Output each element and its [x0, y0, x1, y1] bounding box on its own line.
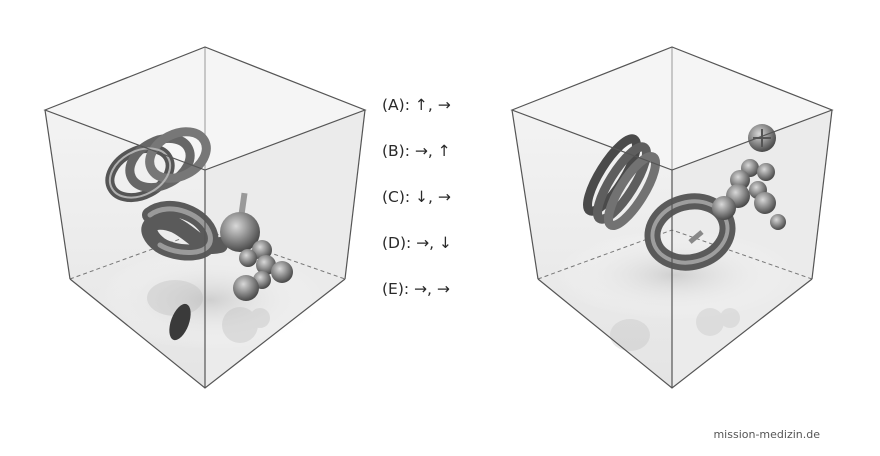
sphere-cluster-icon: [712, 124, 786, 230]
coil-icon: [105, 127, 211, 203]
option-b: (B): →, ↑: [382, 142, 451, 160]
coil-icon: [583, 134, 661, 231]
answer-options: (A): ↑, → (B): →, ↑ (C): ↓, → (D): →, ↓ …: [382, 90, 452, 320]
left-cube: [43, 46, 367, 389]
option-c: (C): ↓, →: [382, 188, 451, 206]
floor-shadow: [95, 250, 325, 350]
right-cube: [440, 0, 880, 456]
option-a: (A): ↑, →: [382, 96, 451, 114]
cube-with-coil-knot-and-spheres-icon: [43, 46, 367, 389]
cube-edges: [510, 46, 834, 389]
disk-icon: [169, 303, 191, 341]
reflection: [610, 308, 740, 351]
option-e: (E): →, →: [382, 280, 450, 298]
knot-icon: [644, 193, 736, 271]
watermark-text: mission-medizin.de: [713, 428, 820, 441]
floor-shadow: [555, 230, 795, 320]
sphere-cluster-icon: [220, 212, 293, 301]
cube-edges: [43, 46, 367, 389]
cube-rotated-view-icon: [510, 46, 834, 389]
rod-icon: [238, 192, 248, 216]
option-d: (D): →, ↓: [382, 234, 453, 252]
knot-icon: [141, 200, 228, 261]
